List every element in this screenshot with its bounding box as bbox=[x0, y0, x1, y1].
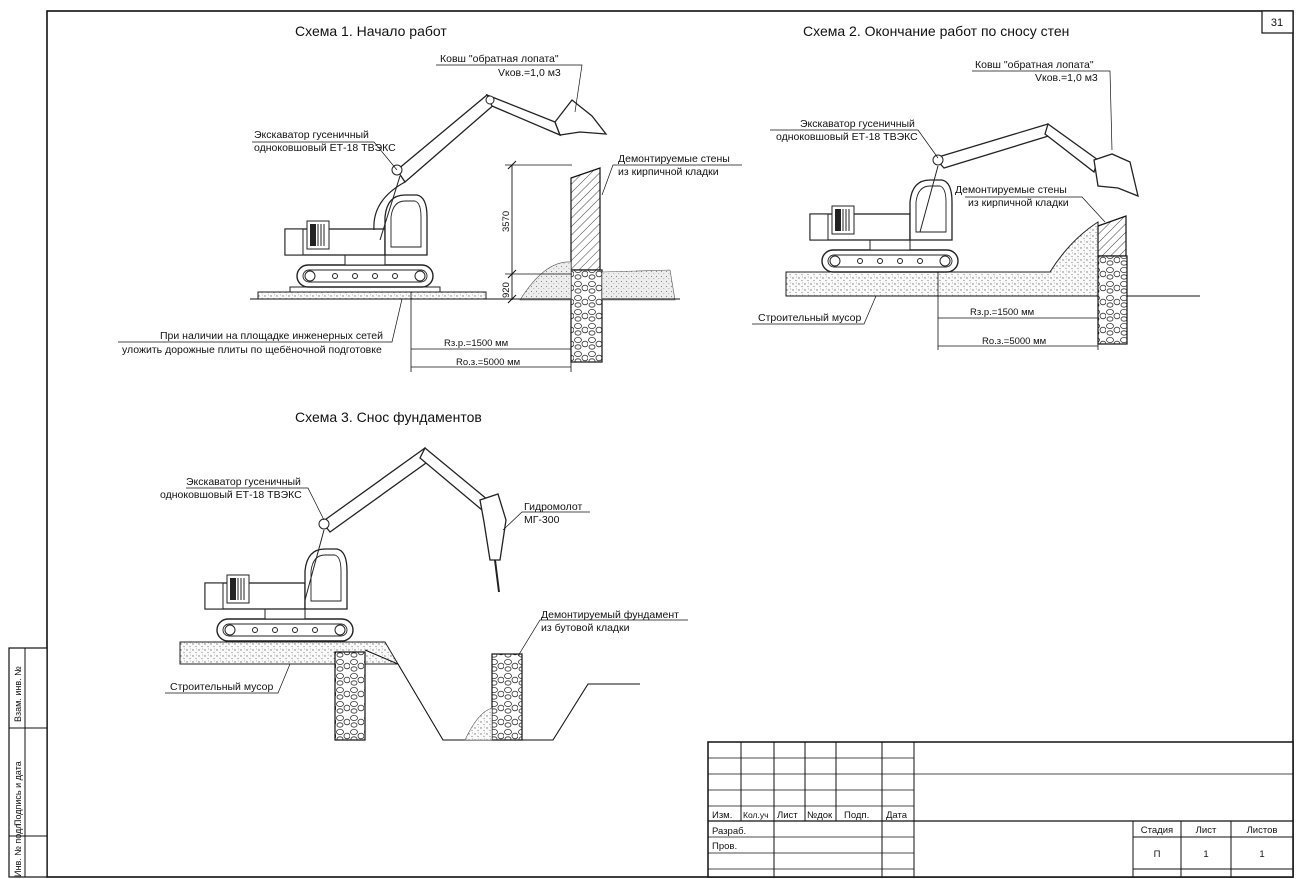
scheme-2-radius-min: Rз.р.=1500 мм bbox=[970, 307, 1034, 318]
scheme-2-excavator-label-1: Экскаватор гусеничный bbox=[800, 118, 915, 130]
scheme-3-excavator-label-1: Экскаватор гусеничный bbox=[186, 476, 301, 488]
scheme-2-bucket-label-2: Vков.=1,0 м3 bbox=[1035, 72, 1098, 84]
scheme-3-foundation-label-2: из бутовой кладки bbox=[541, 622, 630, 634]
tb-row-checked: Пров. bbox=[712, 841, 737, 852]
scheme-1-title: Схема 1. Начало работ bbox=[295, 23, 447, 39]
scheme-2-excavator-label-2: одноковшовый ЕТ-18 ТВЭКС bbox=[776, 131, 918, 143]
scheme-2-walls-label-2: из кирпичной кладки bbox=[968, 197, 1069, 209]
scheme-3-excavator-label-2: одноковшовый ЕТ-18 ТВЭКС bbox=[160, 489, 302, 501]
side-stamp-field-1: Взам. инв. № bbox=[13, 666, 23, 722]
scheme-1-radius-min: Rз.р.=1500 мм bbox=[444, 338, 508, 349]
tb-stage-header: Стадия bbox=[1141, 825, 1173, 836]
scheme-1-dim-height: 3570 bbox=[501, 211, 512, 232]
scheme-3-hammer-label-2: МГ-300 bbox=[524, 514, 560, 526]
scheme-1-note-1: При наличии на площадке инженерных сетей bbox=[160, 330, 383, 342]
tb-row-developed: Разраб. bbox=[712, 826, 746, 837]
scheme-3-debris-label: Строительный мусор bbox=[170, 681, 274, 693]
tb-col-list: Лист bbox=[777, 810, 798, 821]
tb-col-podp: Подп. bbox=[844, 810, 869, 821]
scheme-2-debris-label: Строительный мусор bbox=[758, 312, 862, 324]
side-stamp: Взам. инв. № Подпись и дата Инв. № подл. bbox=[8, 647, 48, 878]
scheme-1-dim-base: 920 bbox=[501, 282, 512, 298]
tb-sheets-value: 1 bbox=[1259, 849, 1264, 860]
scheme-1-bucket-label-1: Ковш "обратная лопата" bbox=[440, 53, 559, 65]
tb-sheets-header: Листов bbox=[1247, 825, 1278, 836]
scheme-2: Схема 2. Окончание работ по сносу стен R… bbox=[752, 23, 1200, 350]
scheme-3: Схема 3. Снос фундаментов Экскаватор гус… bbox=[160, 409, 688, 741]
tb-col-koluch: Кол.уч bbox=[743, 810, 769, 820]
scheme-2-walls-label-1: Демонтируемые стены bbox=[955, 184, 1067, 196]
scheme-3-hammer-label-1: Гидромолот bbox=[524, 501, 582, 513]
tb-sheet-value: 1 bbox=[1203, 849, 1208, 860]
tb-col-izm: Изм. bbox=[712, 810, 732, 821]
scheme-1-note-2: уложить дорожные плиты по щебёночной под… bbox=[122, 344, 382, 356]
page-number: 31 bbox=[1271, 17, 1283, 29]
scheme-3-title: Схема 3. Снос фундаментов bbox=[295, 409, 482, 425]
scheme-2-title: Схема 2. Окончание работ по сносу стен bbox=[803, 23, 1069, 39]
scheme-3-foundation-label-1: Демонтируемый фундамент bbox=[541, 609, 679, 621]
side-stamp-field-2: Подпись и дата bbox=[13, 761, 23, 826]
scheme-1-bucket-label-2: Vков.=1,0 м3 bbox=[498, 67, 561, 79]
scheme-1-walls-label-2: из кирпичной кладки bbox=[618, 166, 719, 178]
side-stamp-field-3: Инв. № подл. bbox=[13, 821, 23, 877]
scheme-1-walls-label-1: Демонтируемые стены bbox=[618, 153, 730, 165]
scheme-1-excavator-label-2: одноковшовый ЕТ-18 ТВЭКС bbox=[254, 142, 396, 154]
tb-col-data: Дата bbox=[886, 810, 908, 821]
tb-col-ndok: №док bbox=[807, 810, 833, 821]
scheme-1-excavator-label-1: Экскаватор гусеничный bbox=[254, 129, 369, 141]
title-block: Изм. Кол.уч Лист №док Подп. Дата Разраб.… bbox=[707, 741, 1294, 878]
tb-sheet-header: Лист bbox=[1196, 825, 1217, 836]
scheme-2-bucket-label-1: Ковш "обратная лопата" bbox=[975, 59, 1094, 71]
scheme-1: Схема 1. Начало работ 3570 920 bbox=[118, 23, 742, 372]
scheme-1-radius-max: Rо.з.=5000 мм bbox=[456, 357, 520, 368]
scheme-2-radius-max: Rо.з.=5000 мм bbox=[982, 336, 1046, 347]
tb-stage-value: П bbox=[1154, 849, 1161, 860]
